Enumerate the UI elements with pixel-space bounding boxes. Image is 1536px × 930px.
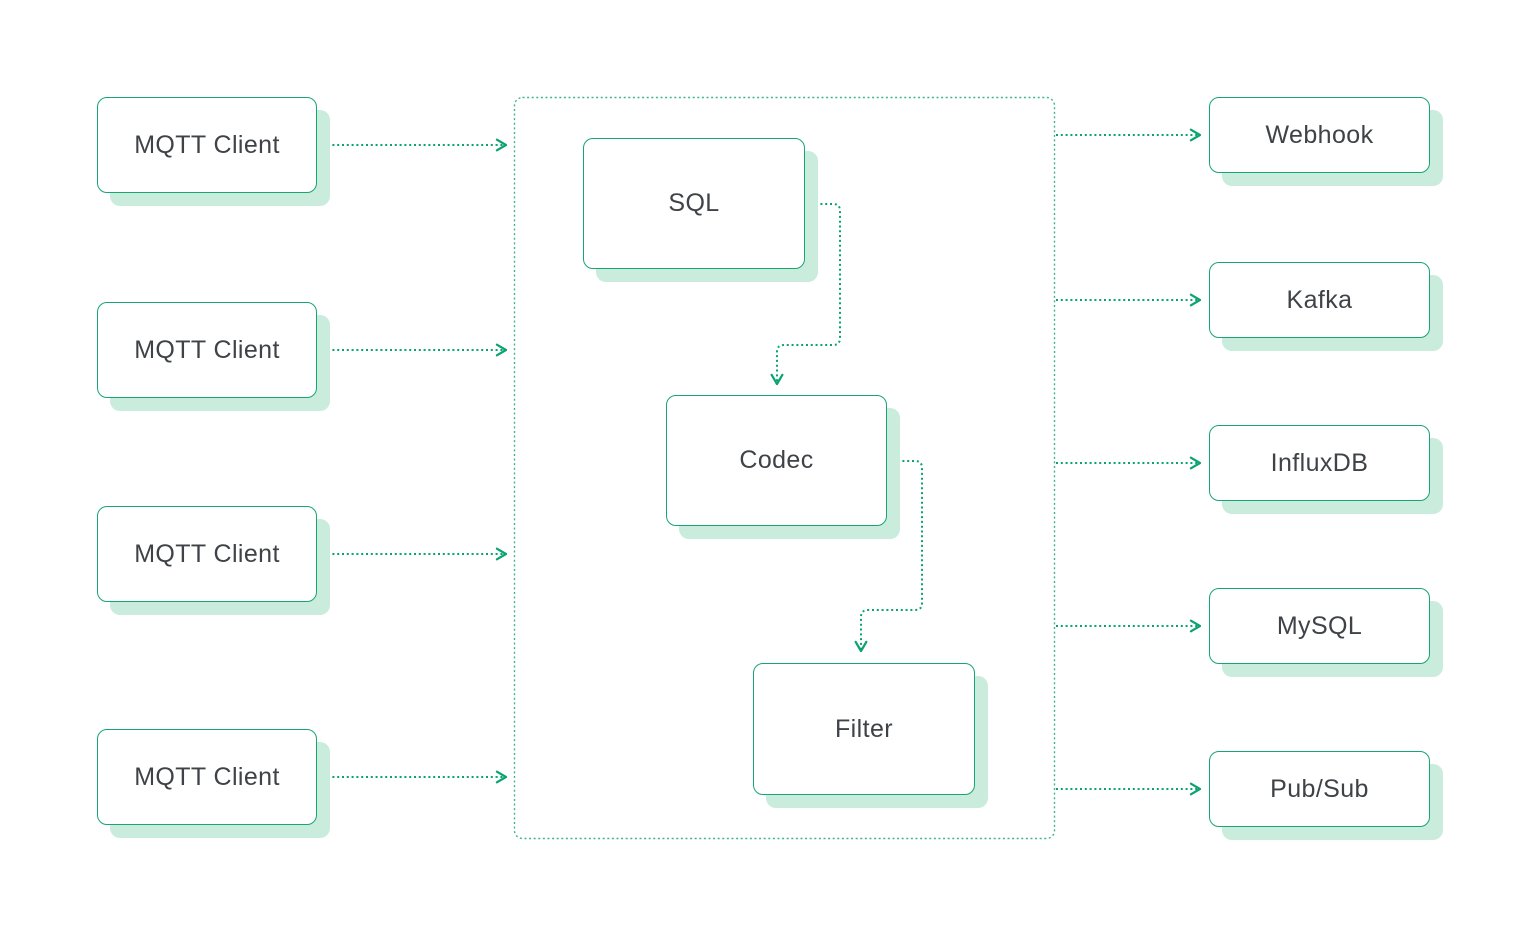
node-webhook: Webhook [1209, 97, 1430, 173]
node-label: Webhook [1265, 120, 1374, 149]
node-mysql: MySQL [1209, 588, 1430, 664]
node-pubsub: Pub/Sub [1209, 751, 1430, 827]
node-influxdb: InfluxDB [1209, 425, 1430, 501]
node-label: SQL [668, 189, 720, 217]
node-label: InfluxDB [1270, 448, 1369, 477]
node-mqtt-client-2: MQTT Client [97, 302, 317, 398]
node-label: MQTT Client [134, 335, 280, 364]
node-mqtt-client-4: MQTT Client [97, 729, 317, 825]
node-label: Codec [739, 446, 814, 474]
node-mqtt-client-3: MQTT Client [97, 506, 317, 602]
node-label: MQTT Client [134, 130, 280, 159]
node-codec: Codec [666, 395, 887, 526]
node-mqtt-client-1: MQTT Client [97, 97, 317, 193]
node-filter: Filter [753, 663, 975, 795]
node-label: Kafka [1286, 285, 1353, 314]
node-label: Filter [835, 714, 893, 743]
node-label: MQTT Client [134, 539, 280, 568]
connector-sql-to-codec [770, 203, 841, 386]
rule-engine-container [513, 96, 1056, 840]
connector-codec-to-filter [854, 460, 923, 653]
node-label: MQTT Client [134, 762, 280, 791]
node-label: Pub/Sub [1270, 774, 1369, 803]
node-label: MySQL [1276, 611, 1363, 640]
node-sql: SQL [583, 138, 805, 269]
node-kafka: Kafka [1209, 262, 1430, 338]
